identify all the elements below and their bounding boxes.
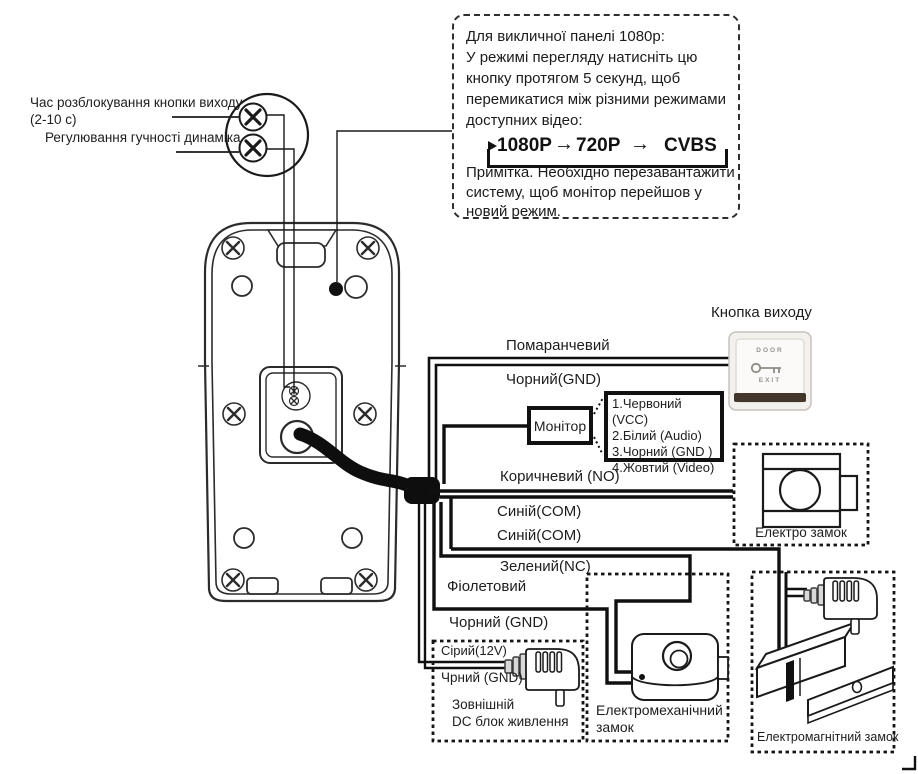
dc-psu-box: [431, 639, 585, 743]
wire-monitor: [442, 424, 527, 484]
key-icon: [750, 362, 781, 374]
unlock-time-label: Час розблокування кнопки виходу: [30, 95, 243, 110]
instruction-line: доступних відео:: [466, 112, 583, 129]
magnetic-lock-label: Електромагнітний замок: [757, 730, 899, 744]
mode-720p: 720P: [576, 135, 621, 156]
note-line: Примітка. Необхідно перезавантажити: [466, 164, 735, 181]
monitor-pin: 3.Чорний (GND ): [612, 444, 713, 459]
electric-lock-box: [732, 442, 870, 547]
panel-hole: [344, 275, 368, 299]
mode-arrow-icon: →: [554, 133, 574, 155]
psu-name-label-1: Зовнішній: [452, 697, 515, 712]
wire-blue-com2-label: Синій(COM): [497, 527, 582, 544]
corner-mark: [902, 756, 917, 771]
wire-violet: [432, 502, 634, 685]
dc-plug-psu: [504, 648, 580, 707]
wire-orange: [427, 356, 732, 483]
panel-screws: [221, 236, 380, 592]
instruction-box: [452, 14, 740, 219]
wire-blue-com1-label: Синій(COM): [497, 503, 582, 520]
adjuster-circle: [281, 381, 311, 411]
instruction-note: Примітка. Необхідно перезавантажити сист…: [466, 163, 736, 222]
exit-button-door-text: DOOR: [756, 347, 784, 354]
wiring: [417, 356, 807, 685]
instruction-line: Для викличної панелі 1080p:: [466, 28, 665, 45]
electric-lock-drawing: [761, 452, 859, 529]
electromech-lock-label-2: замок: [596, 719, 634, 735]
exit-button-strip: [734, 393, 806, 402]
unlock-time-range-label: (2-10 с): [30, 112, 77, 127]
panel-hole: [233, 527, 255, 549]
note-line: новий режим.: [466, 203, 561, 220]
instruction-line: У режимі перегляду натисніть цю: [466, 49, 698, 66]
adjuster-screw-bottom[interactable]: [288, 395, 300, 407]
monitor-dotted-link: [593, 397, 604, 456]
wire-black-psu: [423, 500, 507, 670]
electromech-lock-drawing: [631, 633, 729, 701]
panel-hole: [231, 275, 253, 297]
recess-inner: [265, 372, 337, 458]
unlock-time-screw[interactable]: [238, 102, 268, 132]
wire-green-nc: [439, 502, 692, 674]
panel-outer-outline: [203, 221, 401, 603]
link-line-screw-bottom: [267, 148, 295, 394]
panel-inner-outline: [211, 229, 393, 595]
exit-button-title: Кнопка виходу: [711, 304, 812, 321]
link-line-screw-top: [267, 114, 290, 388]
wire-blue-com1: [440, 495, 733, 549]
wire-violet-label: Фіолетовий: [447, 578, 527, 595]
panel-foot: [320, 577, 353, 595]
dc-plug-magnet: [803, 577, 878, 635]
wire-brown-no-label: Коричневий (NO): [500, 468, 620, 485]
door-panel-back: [198, 221, 406, 603]
mode-button-dot[interactable]: [329, 282, 343, 296]
monitor-pin: 2.Білий (Audio): [612, 428, 702, 443]
instruction-text: Для викличної панелі 1080p: У режимі пер…: [466, 26, 736, 131]
magnetic-lock-drawing: [754, 621, 894, 725]
wire-black-gnd2-label: Чорний (GND): [449, 614, 549, 631]
wire-blue-com2: [451, 547, 781, 654]
cable-bundle: [404, 477, 440, 504]
wire-black-gnd-label: Чорний(GND): [506, 371, 602, 388]
mode-arrow-icon: →: [630, 133, 650, 155]
volume-screw[interactable]: [238, 133, 268, 163]
recess-outer: [259, 366, 343, 464]
potentiometer-callout: [172, 92, 452, 394]
mode-1080p: 1080P: [497, 135, 552, 156]
psu-black-gnd-label: Чрний (GND): [441, 670, 523, 685]
wire-gray-12v: [417, 500, 507, 664]
panel-cable: [293, 427, 440, 504]
mode-cvbs: CVBS: [664, 135, 717, 156]
electromech-lock-label-1: Електромеханічний: [596, 702, 723, 718]
note-line: систему, щоб монітор перейшов у: [466, 183, 702, 201]
monitor-box: Монітор: [527, 406, 593, 445]
exit-button-drawing[interactable]: [728, 331, 812, 411]
instruction-line: кнопку протягом 5 секунд, щоб: [466, 70, 681, 87]
exit-button-exit-text: EXIT: [758, 377, 782, 384]
link-line-mode-button: [336, 130, 452, 283]
mode-loop-arrowhead-icon: [488, 141, 497, 151]
electric-lock-label: Електро замок: [755, 525, 847, 540]
magnetic-lock-box: [750, 570, 896, 754]
monitor-pins-box: 1.Червоний (VCC) 2.Білий (Audio) 3.Чорни…: [604, 391, 724, 475]
magnet-stripe: [786, 660, 794, 702]
wire-green-nc-label: Зелений(NC): [500, 558, 591, 575]
speaker-volume-label: Регулювання гучності динаміка: [45, 130, 241, 145]
monitor-label: Монітор: [533, 417, 587, 434]
monitor-pin: 4.Жовтий (Video): [612, 460, 715, 475]
lock-terminal-dot: [639, 674, 645, 680]
hanging-bracket: [266, 229, 338, 247]
wire-black-gnd: [434, 363, 732, 485]
panel-foot: [246, 577, 279, 595]
instruction-line: перемикатися між різними режимами: [466, 91, 726, 108]
psu-gray-12v-label: Сірий(12V): [441, 643, 507, 658]
psu-name-label-2: DC блок живлення: [452, 714, 569, 729]
monitor-pin: 1.Червоний (VCC): [612, 396, 682, 427]
hanging-slot: [276, 242, 326, 268]
panel-hole: [341, 527, 363, 549]
mode-loop-line: [487, 149, 728, 168]
wire-orange-label: Помаранчевий: [506, 337, 610, 354]
